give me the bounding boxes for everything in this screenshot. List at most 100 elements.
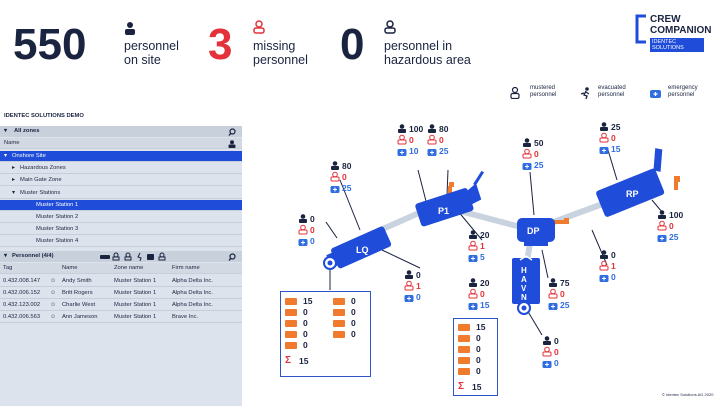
hazardous-count: 0 — [340, 20, 365, 69]
zones-panel: ▾ All zones Name ▾Onshore Site▸Hazardous… — [0, 126, 242, 406]
tree-item-label: Muster Station 4 — [36, 238, 79, 245]
cell-name: Charlie West — [62, 302, 96, 308]
personnel-search-icon[interactable] — [228, 253, 236, 261]
lq-label: LQ — [356, 245, 369, 255]
cell-zone: Muster Station 1 — [114, 278, 157, 284]
tree-item[interactable]: ▾Onshore Site — [0, 151, 242, 162]
summary-value: 0 — [351, 329, 356, 339]
tree-caret-icon[interactable]: ▸ — [12, 165, 15, 172]
node-icons — [599, 250, 609, 282]
tree-item[interactable]: ▸ Hazardous Zones — [0, 163, 242, 175]
status-tag-icon — [285, 320, 297, 327]
tree-item[interactable]: Muster Station 2 — [0, 212, 242, 223]
summary-total: 15 — [299, 356, 309, 366]
cell-tag: 0.432.008.147 — [3, 278, 41, 284]
summary-value: 0 — [303, 318, 308, 328]
cell-zone: Muster Station 1 — [114, 302, 157, 308]
summary-value: 0 — [303, 329, 308, 339]
node-icons — [548, 278, 558, 310]
summary-value: 0 — [351, 296, 356, 306]
tree-item[interactable]: Muster Station 3 — [0, 224, 242, 236]
node-value-p: 25 — [611, 122, 621, 132]
node-value-p: 0 — [416, 270, 421, 280]
personnel-header[interactable]: ▾ Personnel (4/4) — [0, 251, 242, 262]
tree-item-label: Hazardous Zones — [20, 165, 66, 172]
node-value-m: 1 — [480, 241, 485, 251]
summary-value: 0 — [351, 318, 356, 328]
node-icons — [298, 214, 308, 246]
search-icon[interactable] — [228, 128, 236, 136]
node-icons — [522, 138, 532, 170]
filter-icons[interactable] — [100, 252, 178, 261]
node-value-p: 0 — [554, 336, 559, 346]
summary-value: 0 — [476, 333, 481, 343]
node-value-p: 100 — [409, 124, 424, 134]
node-value-m: 0 — [554, 347, 559, 357]
status-tag-icon — [285, 331, 297, 338]
missing-count: 3 — [208, 20, 233, 69]
node-value-e: 25 — [669, 232, 679, 242]
summary-value: 15 — [476, 322, 486, 332]
node-value-p: 80 — [342, 161, 352, 171]
status-tag-icon — [333, 309, 345, 316]
zones-header[interactable]: ▾ All zones — [0, 126, 242, 137]
node-value-m: 1 — [611, 261, 616, 271]
tree-item[interactable]: ▾Muster Stations — [0, 188, 242, 199]
tree-item-label: Muster Station 3 — [36, 226, 79, 233]
personnel-columns: Tag Name Zone name Firm name — [0, 263, 242, 274]
status-tag-icon — [333, 320, 345, 327]
missing-person-icon — [253, 20, 266, 39]
hazard-person-icon — [384, 20, 397, 39]
tree-item[interactable]: Muster Station 4 — [0, 236, 242, 248]
node-value-e: 0 — [416, 292, 421, 302]
node-value-m: 0 — [342, 172, 347, 182]
node-value-m: 0 — [669, 221, 674, 231]
node-value-e: 10 — [409, 146, 419, 156]
cell-tag: 0.432.123.002 — [3, 302, 41, 308]
tree-item[interactable]: Muster Station 1 — [0, 199, 242, 211]
status-tag-icon — [333, 298, 345, 305]
node-value-e: 25 — [342, 183, 352, 193]
cell-firm: Brave Inc. — [172, 314, 199, 320]
node-value-p: 50 — [534, 138, 544, 148]
tree-caret-icon[interactable]: ▸ — [12, 177, 15, 184]
table-row[interactable]: 0.432.123.002 Charlie West Muster Station … — [0, 300, 242, 311]
tree-item-label: Muster Station 1 — [36, 201, 79, 208]
status-tag-icon — [458, 324, 470, 331]
summary-value: 0 — [476, 355, 481, 365]
person-filter-icon[interactable] — [228, 140, 236, 148]
summary-total: 15 — [472, 382, 482, 392]
person-icon — [124, 21, 136, 40]
havn-a: A — [521, 275, 527, 284]
tree-caret-icon[interactable]: ▾ — [12, 189, 15, 196]
node-icons — [427, 124, 437, 156]
node-value-m: 0 — [480, 289, 485, 299]
summary-value: 0 — [351, 307, 356, 317]
node-icons — [599, 122, 609, 154]
havn-v: V — [521, 284, 527, 293]
tree-caret-icon[interactable]: ▾ — [4, 153, 7, 159]
sum-icon: Σ — [285, 355, 292, 366]
collapse-icon[interactable]: ▾ — [4, 128, 7, 134]
tree-item[interactable]: ▸Main Gate Zone — [0, 175, 242, 187]
crew-companion-logo: CREW COMPANION IDENTEC SOLUTIONS — [634, 14, 711, 54]
